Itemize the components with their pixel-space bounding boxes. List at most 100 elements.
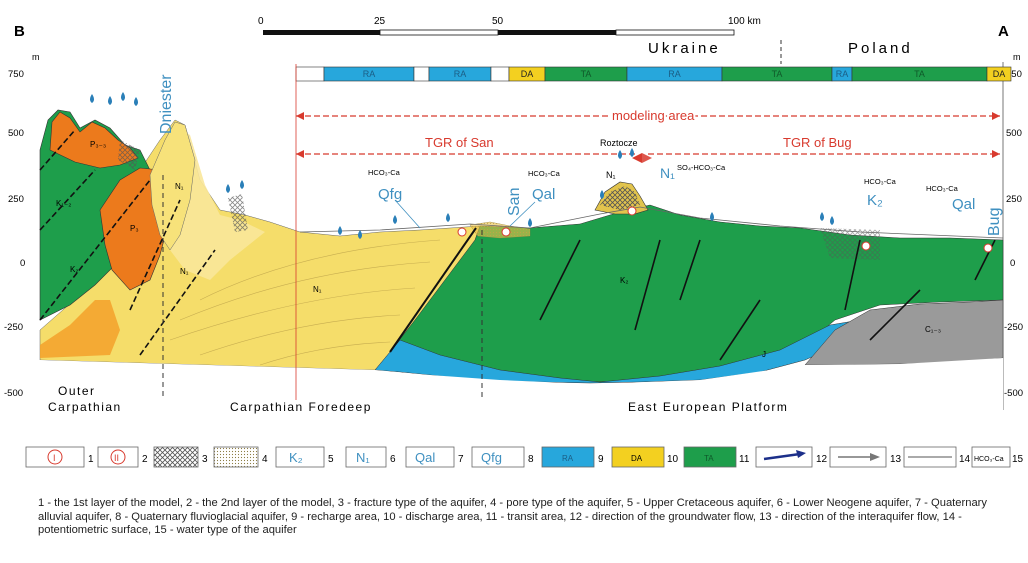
- legend-6-num: 6: [390, 454, 396, 465]
- symbol-n1-roztocze: N₁: [606, 170, 616, 180]
- legend-15-symbol: HCO₃-Ca: [974, 456, 1004, 463]
- left-tick-750: 750: [8, 69, 24, 80]
- legend-item-12: 12: [755, 446, 828, 468]
- country-ukraine: Ukraine: [648, 40, 721, 57]
- left-tick-500: 500: [8, 128, 24, 139]
- region-east-european-platform: East European Platform: [628, 400, 788, 414]
- right-tick-minus250: -250: [1004, 322, 1023, 333]
- legend-item-3: 3: [153, 446, 208, 468]
- legend-5-symbol: K₂: [289, 450, 303, 465]
- symbol-n1-main: N₁: [313, 285, 322, 294]
- right-tick-250: 250: [1006, 194, 1022, 205]
- modeling-area-arrow: modeling area: [296, 106, 1000, 125]
- symbol-k2-left: K₂: [70, 265, 78, 274]
- river-bug: Bug: [986, 208, 1003, 236]
- scale-tick-0: 0: [258, 16, 264, 27]
- legend-8-symbol: Qfg: [481, 450, 502, 465]
- fracture-zone-right: [820, 228, 880, 260]
- symbol-c: C₁₋₃: [925, 325, 941, 334]
- fracture-zone-middle: [228, 194, 248, 232]
- aquifer-label-qfg: Qfg: [378, 186, 402, 203]
- legend-1-num: 1: [88, 454, 94, 465]
- region-carpathian-foredeep: Carpathian Foredeep: [230, 400, 372, 414]
- pore-stripes: [169, 239, 441, 366]
- strip-segment-label: TA: [581, 69, 592, 79]
- tgr-san-arrow: TGR of San: [296, 135, 636, 158]
- right-axis: m 750 500 250 0 -250 -500: [1002, 52, 1023, 410]
- legend-6-symbol: N₁: [356, 450, 370, 465]
- strip-segment-label: TA: [914, 69, 925, 79]
- symbol-p-upper: P₃₋₃: [90, 140, 106, 149]
- right-tick-500: 500: [1006, 128, 1022, 139]
- scale-tick-50: 50: [492, 16, 504, 27]
- symbol-n1-b: N₁: [180, 267, 189, 276]
- aquifer-label-k2: K₂: [867, 192, 883, 209]
- river-san: San: [506, 188, 523, 216]
- layer-neogene-ridge: [149, 121, 196, 251]
- legend-item-5: K₂ 5: [275, 446, 334, 468]
- qfg-pointer: [394, 199, 421, 229]
- layer-orange-lens: [40, 300, 120, 358]
- water-type-qfg: HCO₃-Ca: [368, 168, 401, 177]
- tgr-san-label: TGR of San: [425, 135, 494, 150]
- strip-segment-label: RA: [454, 69, 467, 79]
- legend-5-num: 5: [328, 454, 334, 465]
- symbol-pg: P₃: [130, 224, 139, 233]
- symbol-k-left: K₁₋₂: [56, 199, 71, 208]
- symbol-n1-a: N₁: [175, 182, 184, 191]
- legend-4-num: 4: [262, 454, 268, 465]
- roztocze-divide-right-arrow: [642, 153, 652, 163]
- legend-14-num: 14: [959, 454, 971, 465]
- strip-segment-label: TA: [772, 69, 783, 79]
- qal-san-pointer: [509, 201, 536, 227]
- scale-tick-100: 100 km: [728, 16, 761, 27]
- region-outer-carpathian-1: Outer: [58, 384, 96, 398]
- region-outer-carpathian-2: Carpathian: [48, 400, 122, 414]
- layer-quaternary-san-fill: [470, 222, 530, 238]
- roztocze-hatch: [600, 186, 640, 210]
- symbol-k2-main: K₂: [620, 276, 628, 285]
- left-tick-0: 0: [20, 258, 25, 269]
- strip-segment-label: DA: [521, 69, 534, 79]
- roztocze-divide-left-arrow: [632, 153, 642, 163]
- legend-item-2: II 2: [97, 446, 148, 468]
- scale-tick-25: 25: [374, 16, 386, 27]
- legend-12-num: 12: [816, 454, 828, 465]
- cross-section: [39, 64, 1004, 410]
- potentiometric-surface: [299, 206, 1004, 239]
- legend-13-num: 13: [890, 454, 902, 465]
- aquifer-label-qal-san: Qal: [532, 186, 555, 203]
- legend-10-symbol: DA: [631, 454, 643, 463]
- legend-15-num: 15: [1012, 454, 1024, 465]
- legend-2-num: 2: [142, 454, 148, 465]
- legend-11-num: 11: [739, 454, 750, 465]
- legend-1-symbol: I: [53, 453, 56, 463]
- fault-lines: [39, 129, 996, 361]
- layer-permian-upper: [49, 111, 139, 169]
- left-tick-minus500: -500: [4, 388, 23, 399]
- legend-9-symbol: RA: [562, 454, 574, 463]
- country-poland: Poland: [848, 40, 913, 57]
- model-layer-markers: [457, 206, 993, 253]
- strip-segment: [986, 66, 1012, 82]
- strip-segment-label: RA: [668, 69, 681, 79]
- aquifer-label-n1: N₁: [660, 165, 675, 181]
- river-dniester: Dniester: [158, 74, 175, 134]
- right-axis-unit: m: [1013, 52, 1021, 62]
- legend: I 1 II 2 3 4 K₂ 5 N₁ 6: [25, 446, 1024, 468]
- right-tick-750: 750: [1006, 69, 1022, 80]
- legend-item-6: N₁ 6: [345, 446, 396, 468]
- base-below: [40, 358, 1003, 410]
- strip-segment-label: RA: [363, 69, 376, 79]
- tgr-bug-arrow: TGR of Bug: [648, 135, 1000, 158]
- legend-item-11: TA 11: [683, 446, 750, 468]
- strip-segment: [490, 66, 510, 82]
- legend-10-num: 10: [667, 454, 679, 465]
- strip-segment-label: DA: [993, 69, 1006, 79]
- legend-11-symbol: TA: [704, 454, 714, 463]
- figure-caption: 1 - the 1st layer of the model, 2 - the …: [38, 497, 987, 537]
- legend-2-symbol: II: [114, 453, 119, 463]
